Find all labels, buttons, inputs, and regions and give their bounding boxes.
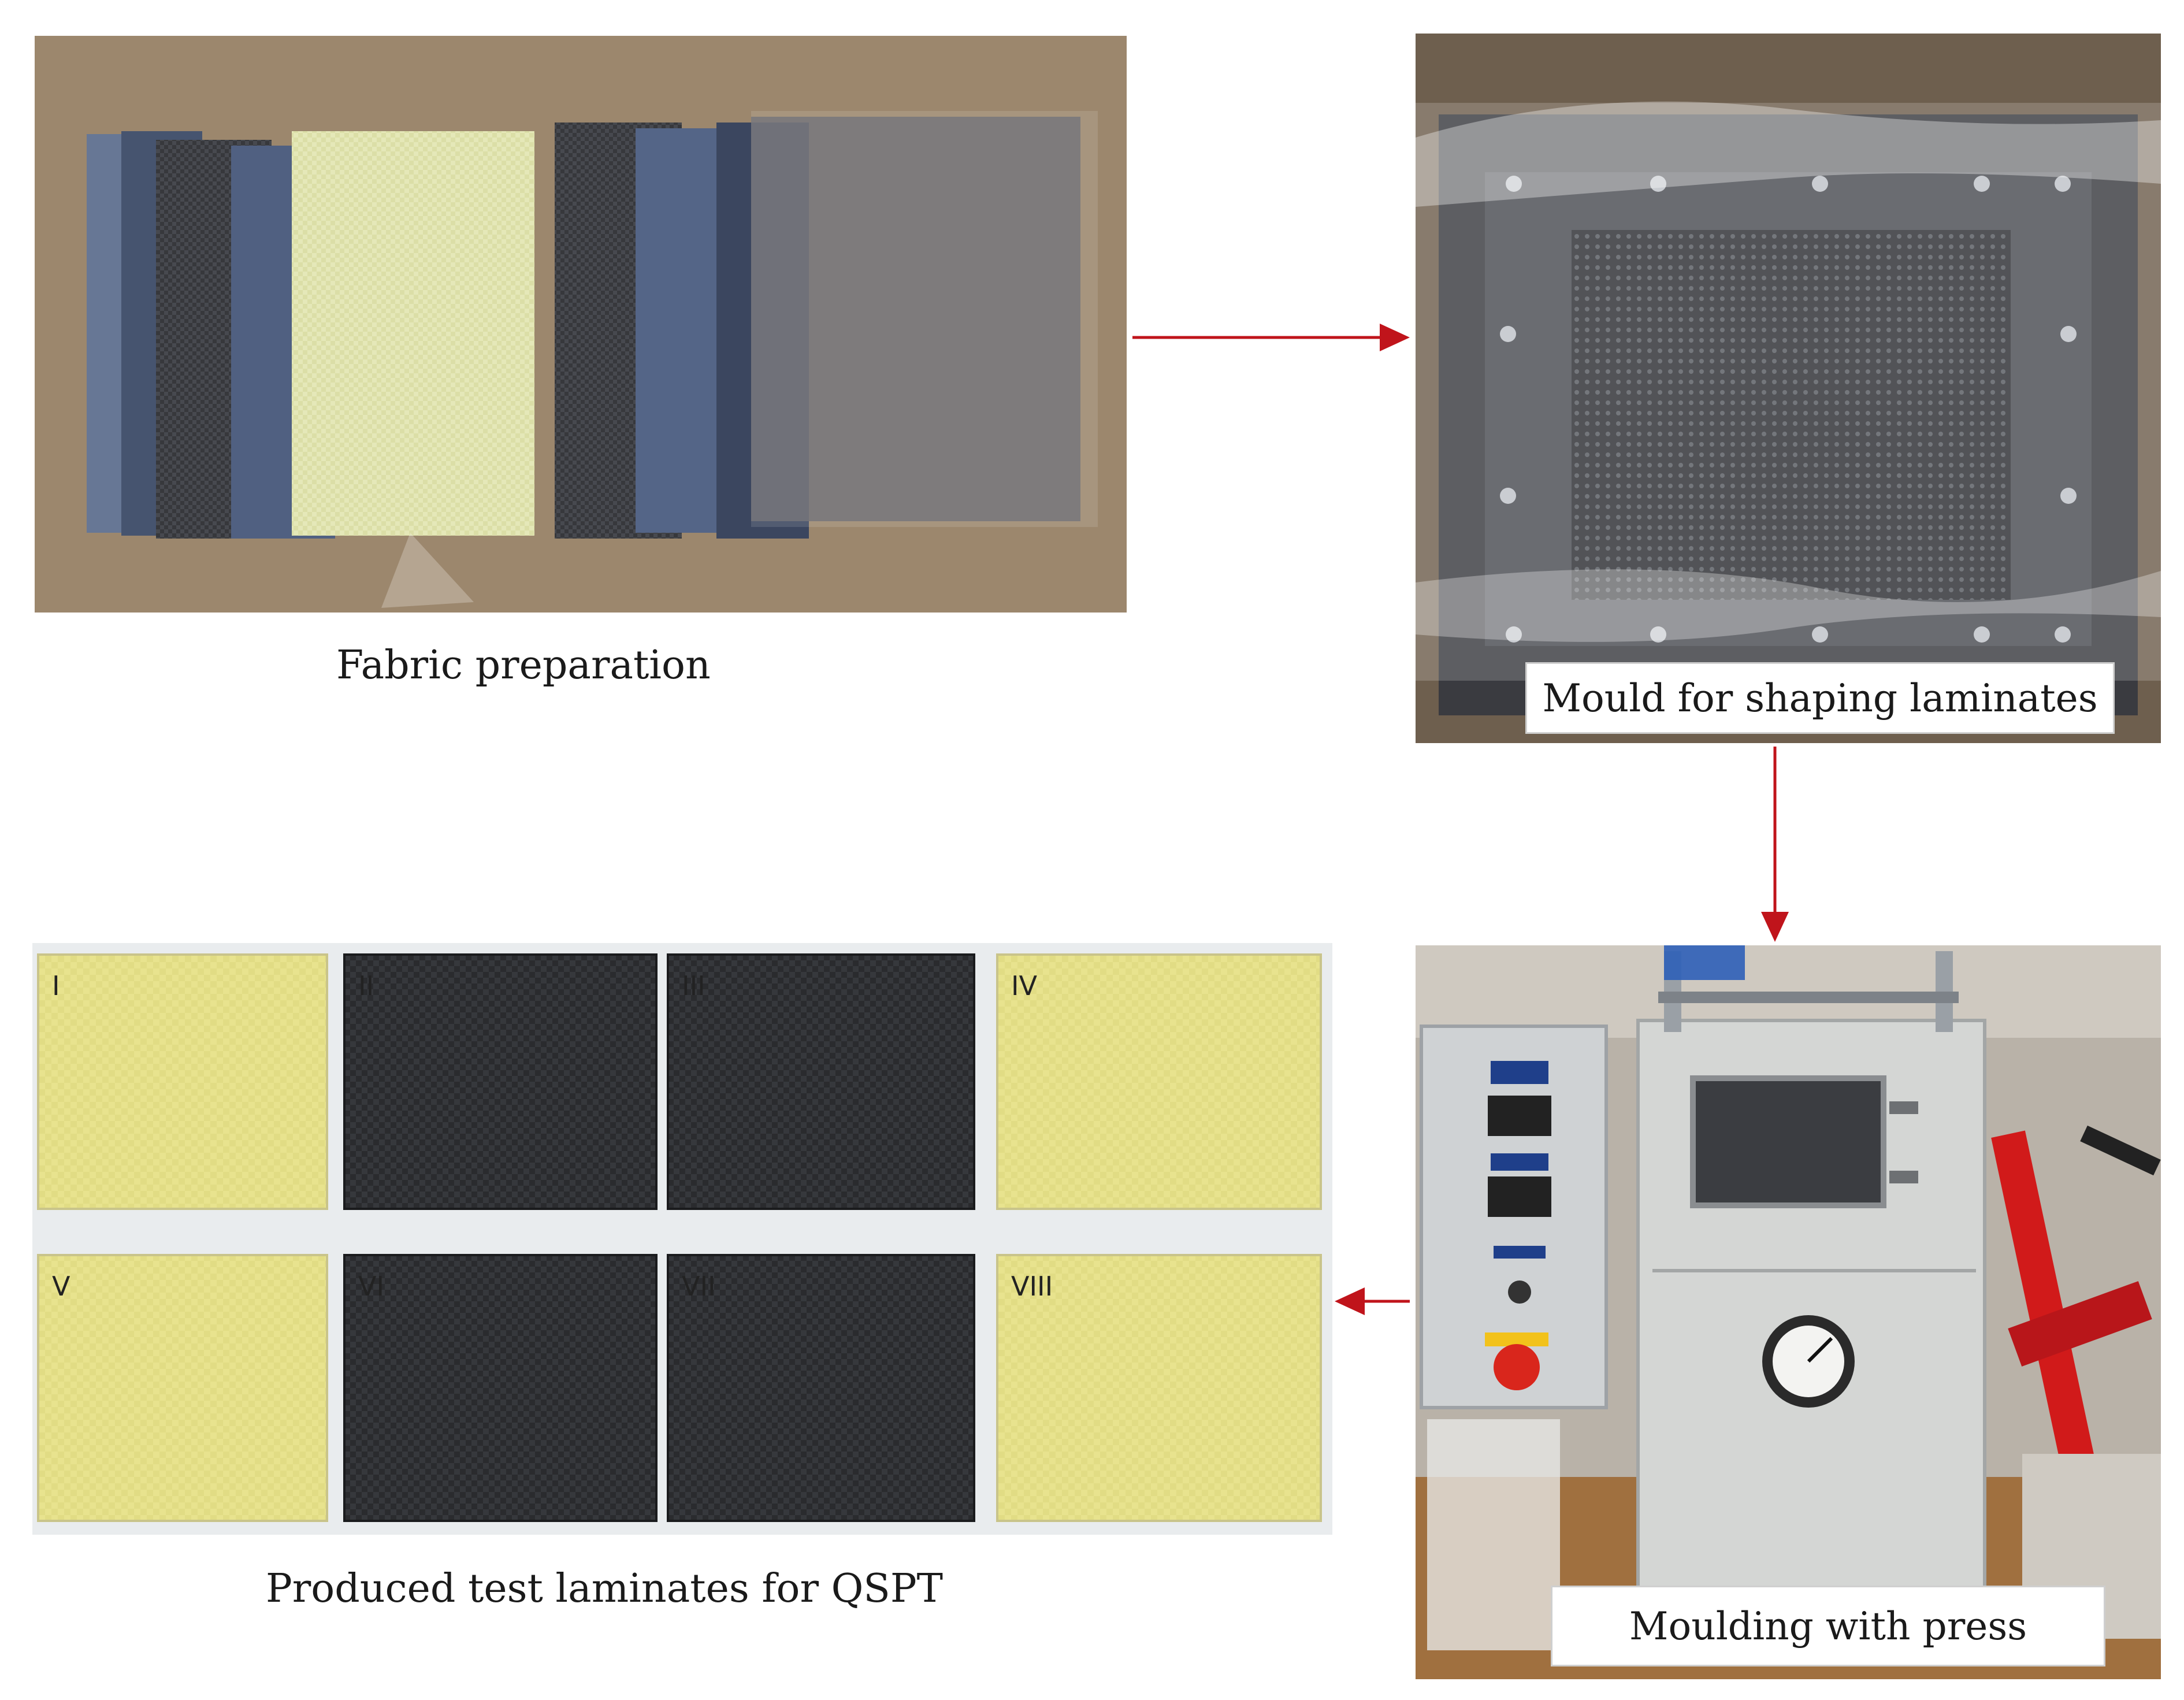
laminate-sample-5 <box>37 1254 328 1522</box>
press-photo <box>1416 945 2161 1679</box>
laminate-sample-1 <box>37 953 328 1210</box>
caption-produced-test-laminates: Produced test laminates for QSPT <box>266 1566 944 1612</box>
label-moulding-with-press: Moulding with press <box>1551 1586 2105 1666</box>
laminate-label-6: VI <box>358 1271 384 1302</box>
laminate-sample-4 <box>996 953 1322 1210</box>
laminate-label-7: VII <box>682 1271 716 1302</box>
laminate-sample-7 <box>667 1254 975 1522</box>
arrowhead-fabric-to-mould <box>1380 324 1410 351</box>
label-mould-for-shaping: Mould for shaping laminates <box>1525 662 2115 734</box>
laminate-sample-8 <box>996 1254 1322 1522</box>
laminate-label-3: III <box>682 970 705 1001</box>
laminate-sample-3 <box>667 953 975 1210</box>
laminate-label-1: I <box>52 970 60 1001</box>
laminate-label-5: V <box>52 1271 70 1302</box>
mould-photo <box>1416 34 2161 743</box>
laminate-label-4: IV <box>1011 970 1038 1001</box>
laminate-sample-2 <box>343 953 658 1210</box>
caption-fabric-preparation: Fabric preparation <box>336 643 711 688</box>
laminate-sample-6 <box>343 1254 658 1522</box>
arrowhead-press-to-laminates <box>1335 1287 1365 1315</box>
fabric-preparation-photo <box>35 36 1127 613</box>
laminate-label-2: II <box>358 970 374 1001</box>
arrowhead-mould-to-press <box>1761 912 1789 942</box>
laminate-label-8: VIII <box>1011 1271 1053 1302</box>
